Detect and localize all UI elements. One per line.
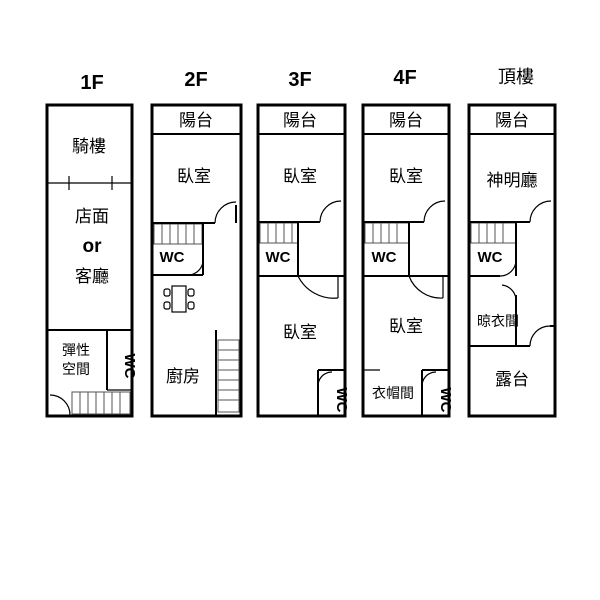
room-4f-balcony: 陽台 [389, 111, 423, 131]
room-2f-bedroom: 臥室 [177, 167, 211, 187]
floor-label-roof: 頂樓 [498, 67, 534, 88]
floor-label-2f: 2F [184, 69, 207, 91]
floor-3f-plan [256, 103, 347, 418]
room-3f-bedroom-front: 臥室 [283, 167, 317, 187]
room-3f-balcony: 陽台 [283, 111, 317, 131]
room-roof-laundry: 晾衣間 [477, 314, 519, 330]
room-2f-wc: WC [160, 249, 185, 266]
room-4f-bedroom-back: 臥室 [389, 317, 423, 337]
floor-roof-plan [467, 103, 557, 418]
floor-label-3f: 3F [288, 69, 311, 91]
room-3f-bedroom-back: 臥室 [283, 323, 317, 343]
room-4f-wc-back: WC [437, 388, 454, 413]
floor-1f-plan [45, 103, 134, 418]
room-flex-line1: 彈性 [62, 343, 90, 359]
room-4f-bedroom-front: 臥室 [389, 167, 423, 187]
room-flex-line2: 空間 [62, 362, 90, 378]
room-roof-terrace: 露台 [495, 370, 529, 390]
room-3f-wc-mid: WC [266, 249, 291, 266]
room-store-or: or [83, 236, 103, 257]
room-roof-balcony: 陽台 [495, 111, 529, 131]
room-1f-wc: WC [121, 354, 138, 379]
room-roof-wc: WC [478, 249, 503, 266]
room-2f-balcony: 陽台 [179, 111, 213, 131]
room-4f-wc: WC [372, 249, 397, 266]
room-store-line2: 客廳 [75, 267, 109, 287]
room-4f-closet: 衣帽間 [372, 386, 414, 402]
room-arcade: 騎樓 [72, 137, 106, 157]
floor-label-1f: 1F [80, 72, 103, 94]
floor-label-4f: 4F [393, 67, 416, 89]
room-3f-wc-back: WC [333, 388, 350, 413]
floor-2f-plan [150, 103, 243, 418]
room-2f-kitchen: 廚房 [166, 366, 200, 387]
floor-4f-plan [361, 103, 451, 418]
room-store-line1: 店面 [75, 207, 109, 227]
room-roof-shrine: 神明廳 [487, 171, 538, 191]
